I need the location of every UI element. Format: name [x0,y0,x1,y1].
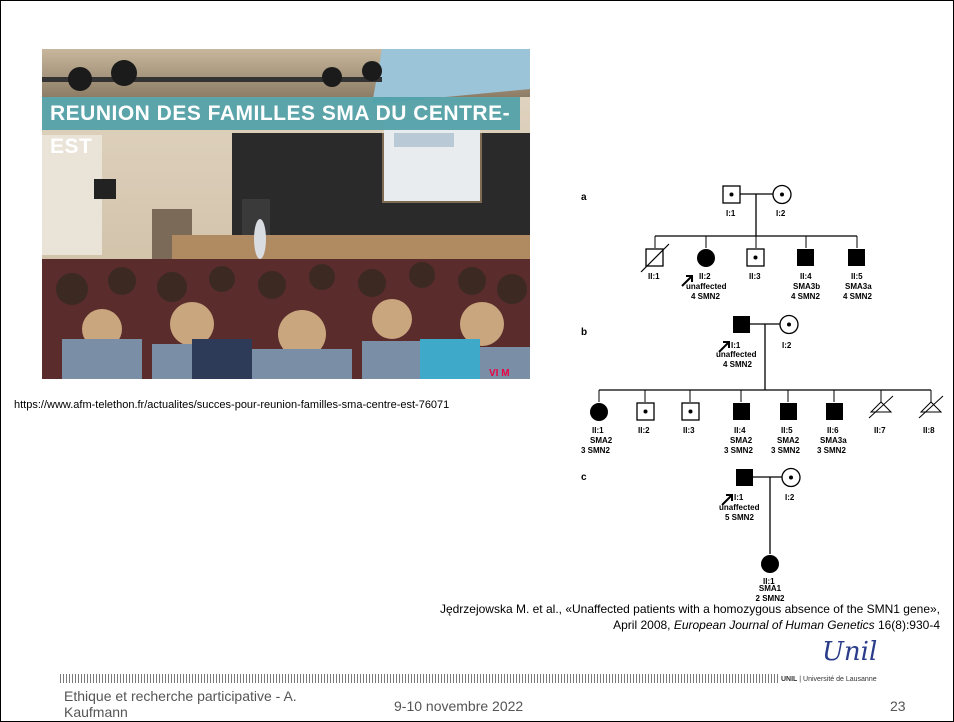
conference-photo: REUNION DES FAMILLES SMA DU CENTRE-EST V… [42,49,530,379]
c-mother-id: I:2 [785,493,795,502]
unil-logo: Unil [822,637,878,667]
a-child-4-status: SMA3b [793,282,820,291]
citation-line-1: Jędrzejowska M. et al., «Unaffected pati… [439,602,940,616]
pedigree-female-symbol [772,184,792,205]
a-child-4-smn2: 4 SMN2 [791,292,820,301]
panel-label-b: b [581,327,587,338]
b-child-8-id: II:8 [923,426,935,435]
b-child-2-id: II:2 [638,426,650,435]
b-child-1-status: SMA2 [590,436,613,445]
a-child-2-id: II:2 [699,272,711,281]
a-parent-2-id: I:2 [776,209,786,218]
c-child-smn2: 2 SMN2 [755,594,785,603]
b-child-1-smn2: 3 SMN2 [581,446,610,455]
b-child-6-id: II:6 [827,426,839,435]
a-child-5-id: II:5 [851,272,863,281]
b-child-4-status: SMA2 [730,436,753,445]
footer-barcode-divider [60,674,780,683]
c-child-id: II:1 [763,577,775,586]
b-father-smn2: 4 SMN2 [723,360,752,369]
c-father-id: I:1 [734,493,744,502]
unil-caption-text: | Université de Lausanne [797,676,877,683]
a-parent-1-id: I:1 [726,209,736,218]
c-child-status: SMA1 [758,584,782,593]
citation-volume: 16(8):930-4 [874,618,940,632]
citation: Jędrzejowska M. et al., «Unaffected pati… [440,601,940,633]
b-child-5-id: II:5 [781,426,793,435]
a-child-5-smn2: 4 SMN2 [843,292,872,301]
panel-label-a: a [581,192,587,203]
citation-line-2: April 2008, European Journal of Human Ge… [440,617,940,633]
b-child-6-status: SMA3a [820,436,847,445]
unil-caption-bold: UNIL [781,676,798,683]
unil-caption: UNIL | Université de Lausanne [781,676,877,683]
pedigree-panel-b: b I:1 unaffected 4 SMN2 I:2 II:1 SMA2 3 … [581,314,944,455]
b-mother-id: I:2 [782,341,792,350]
a-child-4-id: II:4 [800,272,812,281]
b-child-4-id: II:4 [734,426,746,435]
b-father-status: unaffected [716,350,757,359]
footer-presentation-title: Ethique et recherche participative - A. … [64,688,297,720]
a-child-1-id: II:1 [648,272,660,281]
photo-source-url[interactable]: https://www.afm-telethon.fr/actualites/s… [14,399,450,411]
b-father-id: I:1 [731,341,741,350]
b-child-5-status: SMA2 [777,436,800,445]
page-number: 23 [890,698,906,714]
b-child-4-smn2: 3 SMN2 [724,446,753,455]
photo-stage-sign: VI M [489,368,510,379]
c-father-smn2: 5 SMN2 [725,513,754,522]
pedigree-figure: a I:1 I:2 II:1 II:2 unaffected 4 SMN2 II… [581,184,944,586]
a-child-2-smn2: 4 SMN2 [691,292,720,301]
a-child-5-status: SMA3a [845,282,872,291]
b-child-1-id: II:1 [592,426,604,435]
c-child-details: SMA1 2 SMN2 [750,584,790,604]
panel-label-c: c [581,472,587,483]
pedigree-panel-a: a I:1 I:2 II:1 II:2 unaffected 4 SMN2 II… [581,184,872,301]
c-father-status: unaffected [719,503,760,512]
b-child-3-id: II:3 [683,426,695,435]
a-child-3-id: II:3 [749,272,761,281]
pedigree-panel-c: c I:1 unaffected 5 SMN2 I:2 II:1 [581,467,801,586]
photo-banner-title: REUNION DES FAMILLES SMA DU CENTRE-EST [42,97,520,158]
a-child-2-status: unaffected [686,282,727,291]
b-child-5-smn2: 3 SMN2 [771,446,800,455]
citation-date: April 2008, [613,618,674,632]
b-child-7-id: II:7 [874,426,886,435]
b-child-6-smn2: 3 SMN2 [817,446,846,455]
citation-journal: European Journal of Human Genetics [673,618,875,632]
footer-date: 9-10 novembre 2022 [394,698,524,714]
